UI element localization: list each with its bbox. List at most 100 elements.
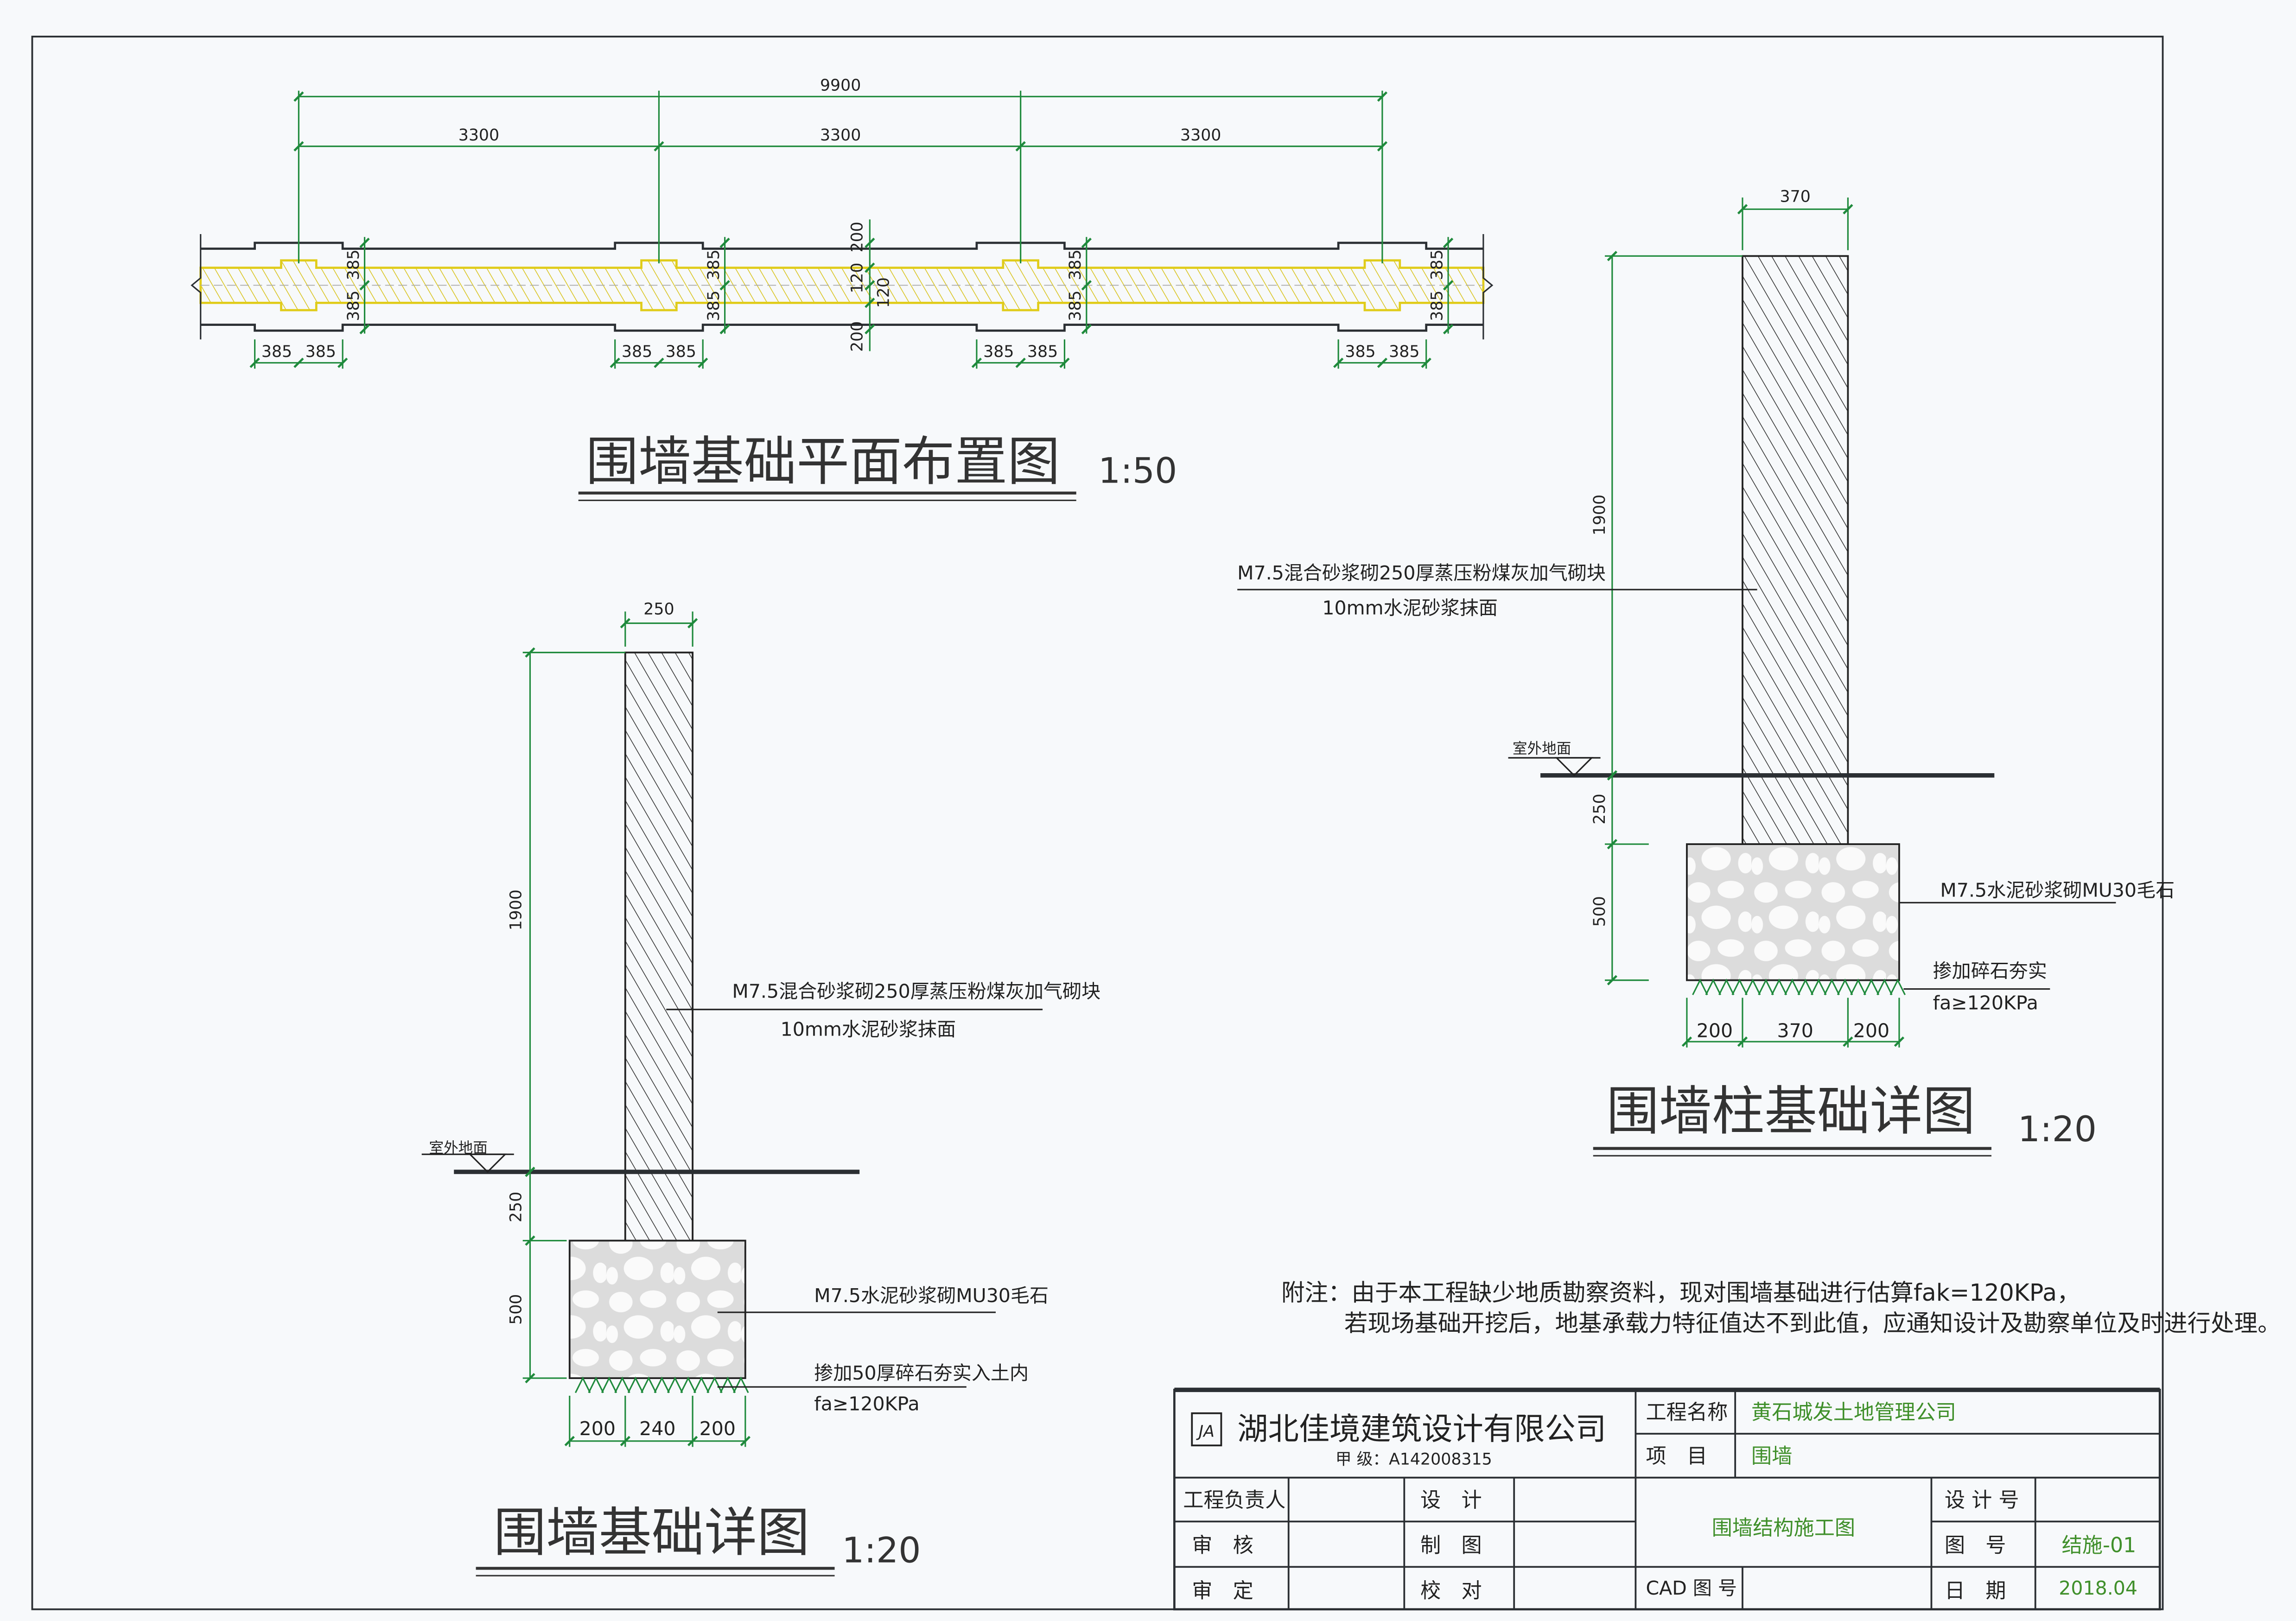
compacted-gravel-symbol	[693, 1376, 710, 1393]
item-value: 围墙	[1751, 1444, 1792, 1468]
height-dim-500: 500	[507, 1294, 526, 1325]
compacted-gravel-symbol	[1758, 979, 1774, 995]
base-label: 掺加碎石夯实	[1933, 960, 2047, 982]
bottom-dim-2: 370	[1777, 1020, 1813, 1042]
pier-dim-vertical: 385	[1428, 249, 1446, 280]
role-design: 设 计	[1420, 1488, 1482, 1512]
dim-tick	[865, 280, 875, 291]
footing-label: M7.5水泥砂浆砌MU30毛石	[814, 1284, 1049, 1307]
compacted-gravel-symbol	[1837, 979, 1853, 995]
height-dim-1900: 1900	[507, 890, 526, 930]
column-section	[1742, 255, 1849, 845]
compacted-gravel-symbol	[1824, 979, 1840, 995]
dim-tick	[1081, 324, 1092, 335]
role-project-lead: 工程负责人	[1183, 1488, 1285, 1512]
company-grade: 甲 级：A142008315	[1336, 1450, 1492, 1468]
wall-material-label: M7.5混合砂浆砌250厚蒸压粉煤灰加气砌块	[732, 980, 1100, 1003]
plan-title: 围墙基础平面布置图	[586, 431, 1060, 492]
pier-dim-horizontal: 385	[1345, 343, 1375, 361]
rubble-footing	[1686, 843, 1900, 981]
dim-tick	[865, 237, 875, 248]
compacted-gravel-symbol	[719, 1376, 736, 1393]
dim-tick	[865, 298, 875, 308]
dim-tick	[293, 357, 304, 368]
pier-dim-vertical: 385	[705, 249, 723, 280]
dim-tick	[1377, 357, 1388, 368]
wall-dim-120-b: 120	[874, 277, 893, 308]
wall-finish-label: 10mm水泥砂浆抹面	[781, 1018, 956, 1041]
dim-tick	[1443, 324, 1454, 335]
compacted-gravel-symbol	[1718, 979, 1735, 995]
wall-foundation-detail: 250 1900 250 500 200 240 200 M7.5混合砂浆砌25…	[421, 600, 1100, 1577]
company-logo: JA	[1191, 1412, 1222, 1447]
height-dim-250: 250	[507, 1192, 526, 1222]
compacted-gravel-symbol	[627, 1376, 644, 1393]
compacted-gravel-symbol	[1705, 979, 1722, 995]
compacted-gravel-symbol	[1771, 979, 1787, 995]
plan-view: 9900 3300 3300 3300 385 385 385 385 385 385 38…	[191, 76, 1494, 501]
date-label: 日 期	[1945, 1579, 2006, 1603]
role-drafting: 制 图	[1420, 1534, 1482, 1557]
dim-tick	[719, 237, 730, 248]
dim-tick	[1443, 280, 1454, 291]
top-width-dim: 370	[1780, 188, 1811, 206]
item-label: 项 目	[1646, 1444, 1707, 1468]
rubble-footing	[568, 1240, 746, 1379]
company-name: 湖北佳境建筑设计有限公司	[1237, 1411, 1606, 1447]
pier-dim-vertical: 385	[705, 291, 723, 321]
wall-detail-scale: 1:20	[842, 1530, 921, 1571]
date-value: 2018.04	[2059, 1577, 2137, 1599]
drawing-no: 结施-01	[2062, 1534, 2137, 1557]
column-finish-label: 10mm水泥砂浆抹面	[1322, 597, 1498, 619]
dim-tick	[1607, 770, 1617, 781]
dim-tick	[525, 1166, 535, 1177]
dim-tick	[1015, 357, 1026, 368]
ground-label: 室外地面	[1513, 740, 1571, 757]
compacted-gravel-symbol	[1692, 979, 1708, 995]
bottom-dim-1: 200	[579, 1418, 616, 1440]
pier-dim-horizontal: 385	[622, 343, 652, 361]
compacted-gravel-symbol	[1811, 979, 1827, 995]
pier-dim-vertical: 385	[344, 249, 363, 280]
dim-tick	[865, 324, 875, 335]
wall-dim-200-bottom: 200	[848, 321, 867, 352]
role-review: 审 核	[1192, 1534, 1253, 1557]
height-dim-1900: 1900	[1590, 495, 1609, 535]
wall-dim-200-top: 200	[848, 222, 867, 252]
dim-tick	[1081, 237, 1092, 248]
bearing-label: fa≥120KPa	[814, 1393, 919, 1415]
wall-outline-bottom	[200, 324, 1483, 332]
bottom-dim-3: 200	[700, 1418, 736, 1440]
dim-total: 9900	[820, 76, 861, 95]
column-detail-title: 围墙柱基础详图	[1606, 1081, 1975, 1142]
compacted-gravel-symbol	[588, 1376, 604, 1393]
dim-bay-3: 3300	[1180, 126, 1221, 145]
drawing-frame	[31, 36, 2164, 1610]
note-line-2: 若现场基础开挖后，地基承载力特征值达不到此值，应通知设计及勘察单位及时进行处理。	[1344, 1310, 2281, 1337]
break-line-right	[1482, 234, 1494, 340]
compacted-gravel-symbol	[654, 1376, 670, 1393]
dim-bay-2: 3300	[820, 126, 861, 145]
dim-tick	[865, 262, 875, 273]
plan-scale: 1:50	[1098, 451, 1177, 491]
compacted-gravel-symbol	[574, 1376, 591, 1393]
general-note: 附注：由于本工程缺少地质勘察资料，现对围墙基础进行估算fak=120KPa， 若…	[1281, 1279, 2281, 1337]
pier-dim-horizontal: 385	[1389, 343, 1419, 361]
drawing-no-label: 图 号	[1945, 1534, 2006, 1557]
height-dim-500: 500	[1590, 896, 1609, 927]
compacted-gravel-symbol	[1731, 979, 1748, 995]
pier-dim-horizontal: 385	[666, 343, 696, 361]
wall-outline-top	[200, 242, 1483, 250]
compacted-gravel-symbol	[667, 1376, 683, 1393]
compacted-gravel-symbol	[1863, 979, 1880, 995]
pier-dim-horizontal: 385	[261, 343, 292, 361]
ground-label: 室外地面	[429, 1140, 488, 1157]
pier-dim-vertical: 385	[1066, 291, 1085, 321]
compacted-gravel-symbol	[733, 1376, 749, 1393]
dim-bay-1: 3300	[458, 126, 499, 145]
note-line-1: 附注：由于本工程缺少地质勘察资料，现对围墙基础进行估算fak=120KPa，	[1281, 1279, 2080, 1306]
compacted-gravel-symbol	[641, 1376, 657, 1393]
top-width-dim: 250	[643, 600, 674, 619]
bottom-dim-2: 240	[639, 1418, 675, 1440]
base-label: 掺加50厚碎石夯实入土内	[814, 1362, 1029, 1384]
